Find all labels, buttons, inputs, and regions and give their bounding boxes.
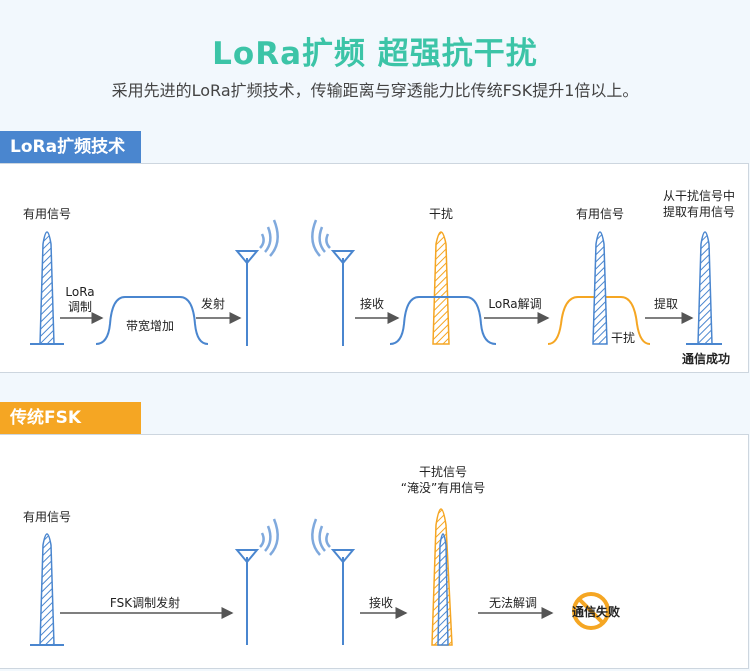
antenna-icon xyxy=(330,250,356,346)
section-label-fsk: 传统FSK xyxy=(0,402,141,434)
fsk-diagram: 有用信号 FSK调制发射 接收 干扰信号 “淹没”有用信号 无法解调 通信失败 xyxy=(23,465,620,646)
lora-modulate-label-1: LoRa xyxy=(65,285,94,299)
useful-signal-peak xyxy=(39,231,55,345)
received-spectrum-curve xyxy=(389,296,497,345)
spread-spectrum-curve xyxy=(95,296,209,345)
interference-peak xyxy=(432,231,450,345)
final-signal-peak xyxy=(697,231,713,345)
transmit-label: 发射 xyxy=(201,296,225,311)
page-subtitle: 采用先进的LoRa扩频技术，传输距离与穿透能力比传统FSK提升1倍以上。 xyxy=(111,81,639,100)
antenna-icon xyxy=(330,549,356,645)
prohibited-icon xyxy=(572,592,610,630)
useful-signal-label: 有用信号 xyxy=(23,207,71,221)
bandwidth-increase-label: 带宽增加 xyxy=(126,318,174,333)
success-label: 通信成功 xyxy=(682,351,730,366)
lora-diagram-panel: 有用信号 LoRa 调制 带宽增加 发射 接收 干扰 LoRa解调 有用信号 xyxy=(0,163,749,373)
fsk-diagram-panel: 有用信号 FSK调制发射 接收 干扰信号 “淹没”有用信号 无法解调 通信失败 xyxy=(0,434,749,669)
fsk-useful-signal-label: 有用信号 xyxy=(23,510,71,524)
fsk-modulate-transmit-label: FSK调制发射 xyxy=(110,595,180,610)
fsk-interference-label-2: “淹没”有用信号 xyxy=(401,480,485,495)
wireless-waves-icon xyxy=(311,219,331,257)
fsk-useful-signal-peak xyxy=(39,533,55,646)
extract-note-line2: 提取有用信号 xyxy=(663,204,735,219)
page-title: LoRa扩频 超强抗干扰 xyxy=(212,36,538,72)
antenna-icon xyxy=(234,250,260,346)
interference-label: 干扰 xyxy=(429,207,453,221)
lora-modulate-label-2: 调制 xyxy=(68,300,92,314)
fsk-failure-label: 通信失败 xyxy=(572,604,620,619)
antenna-icon xyxy=(234,549,260,645)
wireless-waves-icon xyxy=(311,518,331,556)
useful-signal-after-label: 有用信号 xyxy=(576,207,624,221)
extract-note-line1: 从干扰信号中 xyxy=(663,188,735,203)
interference-after-label: 干扰 xyxy=(611,331,635,345)
section-label-lora: LoRa扩频技术 xyxy=(0,131,141,163)
extract-label: 提取 xyxy=(654,296,678,311)
fsk-swamped-signal-peak xyxy=(437,533,449,646)
recovered-signal-peak xyxy=(592,231,608,345)
lora-diagram: 有用信号 LoRa 调制 带宽增加 发射 接收 干扰 LoRa解调 有用信号 xyxy=(23,188,735,366)
wireless-waves-icon xyxy=(259,518,279,556)
demodulate-label: LoRa解调 xyxy=(488,297,541,311)
receive-label: 接收 xyxy=(360,296,384,311)
fsk-demodulate-fail-label: 无法解调 xyxy=(489,596,537,610)
fsk-interference-label-1: 干扰信号 xyxy=(419,465,467,479)
fsk-receive-label: 接收 xyxy=(369,595,393,610)
wireless-waves-icon xyxy=(259,219,279,257)
